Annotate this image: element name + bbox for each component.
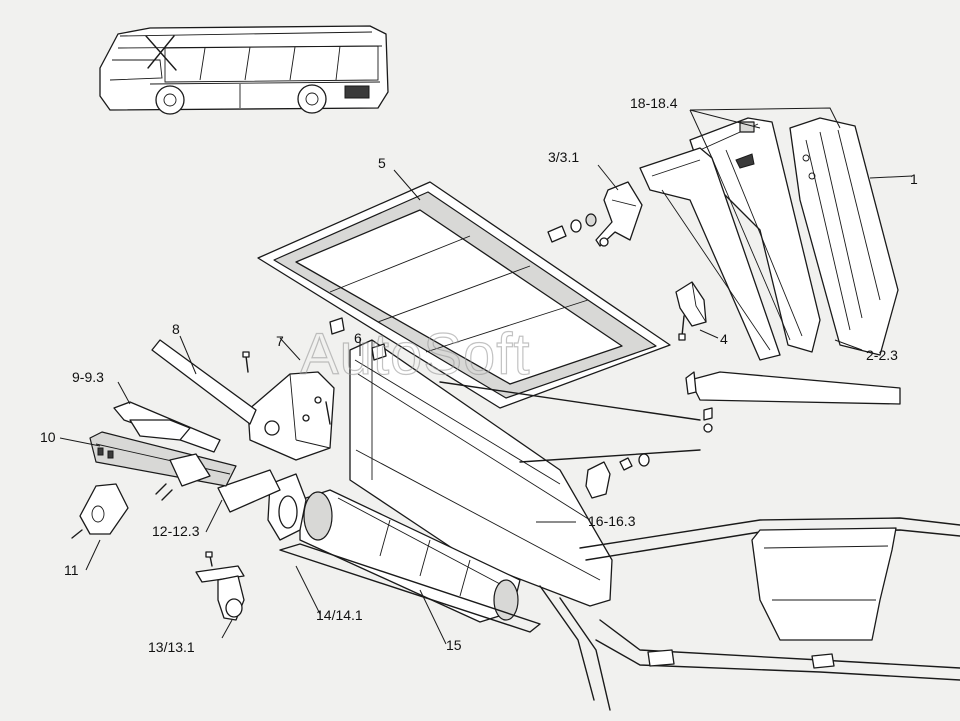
part-7-bracket: [242, 351, 335, 461]
callout-8: 8: [172, 321, 180, 337]
ceiling-frame: [539, 371, 960, 711]
callout-3: 3/3.1: [548, 149, 579, 165]
watermark: AutoSoft: [300, 322, 530, 387]
part-2-fixings: [585, 453, 650, 499]
part-1-roof-rail: [789, 117, 899, 356]
callout-12: 12-12.3: [152, 523, 200, 539]
bus-overview-thumbnail: [99, 25, 389, 115]
leader-lines: [59, 107, 913, 645]
callout-15: 15: [446, 637, 462, 653]
part-4-angle-bracket: [675, 281, 707, 341]
callout-labels: 1 2-2.3 3/3.1 4 5 6 7 8 9-9.3 10 11 12-1…: [40, 95, 918, 655]
bolt-icon: [547, 225, 567, 243]
part-5-roof-hatch: [257, 181, 671, 409]
callout-4: 4: [720, 331, 728, 347]
part-3-bracket: [547, 181, 643, 247]
callout-2: 2-2.3: [866, 347, 898, 363]
callout-18: 18-18.4: [630, 95, 678, 111]
part-9-10-profiles: [89, 401, 237, 501]
callout-14: 14/14.1: [316, 607, 363, 623]
part-18-channel-profiles: [639, 117, 821, 361]
part-11-hook: [71, 483, 129, 539]
part-13-hook: [195, 551, 245, 621]
callout-11: 11: [64, 562, 79, 578]
part-16-main-profile: [349, 339, 701, 607]
part-15-roller-blind: [279, 489, 541, 633]
callout-10: 10: [40, 429, 56, 445]
callout-13: 13/13.1: [148, 639, 195, 655]
part-14-holder: [217, 469, 307, 541]
callout-7: 7: [276, 333, 284, 349]
callout-1: 1: [910, 171, 918, 187]
vent-duct: [751, 527, 897, 641]
callout-16: 16-16.3: [588, 513, 636, 529]
callout-6: 6: [354, 330, 362, 346]
part-8-bar: [151, 339, 257, 425]
callout-9: 9-9.3: [72, 369, 104, 385]
callout-5: 5: [378, 155, 386, 171]
part-6-plate: [329, 317, 387, 361]
